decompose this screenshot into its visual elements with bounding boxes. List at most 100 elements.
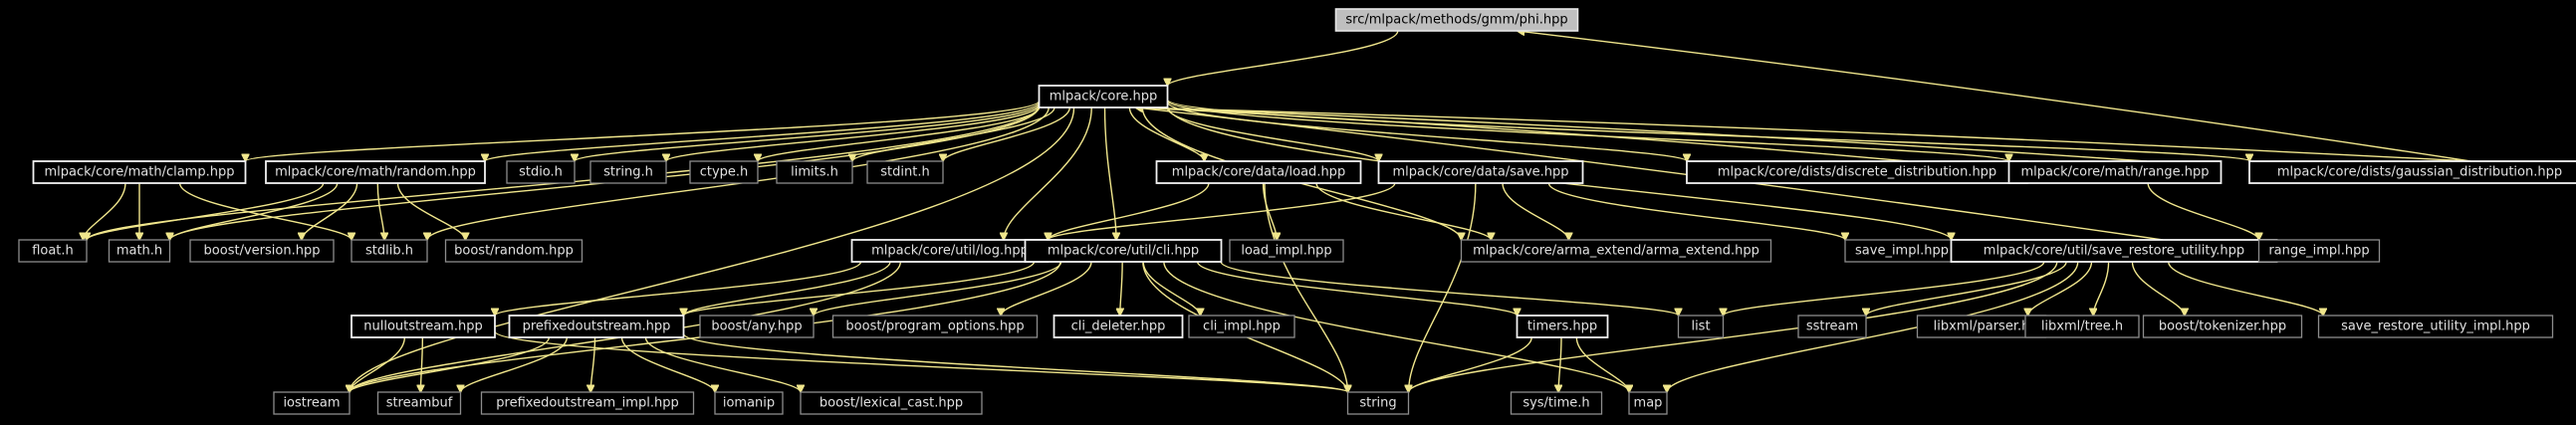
edge-n1-to-n20 xyxy=(1103,106,1116,240)
node-label-n29: boost/program_options.hpp xyxy=(845,319,1024,334)
node-label-n40: streambuf xyxy=(386,396,453,411)
graph-node-n31: cli_impl.hpp xyxy=(1188,315,1295,338)
edge-n1-to-n19 xyxy=(1004,106,1092,240)
node-label-n10: mlpack/core/data/save.hpp xyxy=(1392,165,1568,180)
graph-node-n14: float.h xyxy=(18,239,88,263)
graph-node-n12[interactable]: mlpack/core/math/range.hpp xyxy=(2007,160,2223,184)
graph-node-n19[interactable]: mlpack/core/util/log.hpp xyxy=(850,239,1050,263)
node-label-n37: boost/tokenizer.hpp xyxy=(2159,319,2286,334)
node-box-n45 xyxy=(1510,391,1603,415)
edge-n20-to-n28 xyxy=(814,261,1062,316)
node-box-n43 xyxy=(800,391,983,415)
edge-n24-to-n1 xyxy=(1135,107,2164,241)
graph-node-n23: save_impl.hpp xyxy=(1844,239,1960,263)
graph-node-n45: sys/time.h xyxy=(1510,391,1603,415)
graph-node-n29: boost/program_options.hpp xyxy=(831,315,1039,338)
node-label-n1: mlpack/core.hpp xyxy=(1050,90,1158,105)
graph-node-n16: boost/version.hpp xyxy=(189,239,335,263)
node-box-n20 xyxy=(1024,239,1223,263)
node-label-n41: prefixedoutstream_impl.hpp xyxy=(496,396,678,411)
graph-node-n20[interactable]: mlpack/core/util/cli.hpp xyxy=(1024,239,1223,263)
node-box-n32 xyxy=(1516,315,1609,338)
graph-node-n32[interactable]: timers.hpp xyxy=(1516,315,1609,338)
node-box-n4 xyxy=(506,160,576,184)
node-box-n30 xyxy=(1053,315,1184,338)
node-box-n38 xyxy=(2317,315,2554,338)
node-box-n6 xyxy=(689,160,759,184)
graph-node-n10[interactable]: mlpack/core/data/save.hpp xyxy=(1377,160,1584,184)
edge-n20-to-n27 xyxy=(684,261,1036,316)
node-label-n15: math.h xyxy=(117,244,162,259)
edge-n24-to-n37 xyxy=(2131,261,2184,316)
graph-node-n41: prefixedoutstream_impl.hpp xyxy=(480,391,695,415)
edge-n20-to-n33 xyxy=(1220,261,1678,316)
node-box-n5 xyxy=(589,160,667,184)
edge-n1-to-n39 xyxy=(350,106,1075,392)
node-box-n0 xyxy=(1334,8,1579,32)
edge-n1-to-n3 xyxy=(485,102,1041,161)
graph-node-n3[interactable]: mlpack/core/math/random.hpp xyxy=(265,160,486,184)
node-label-n38: save_restore_utility_impl.hpp xyxy=(2341,319,2530,334)
node-label-n16: boost/version.hpp xyxy=(204,244,321,259)
node-box-n2 xyxy=(32,160,247,184)
node-label-n20: mlpack/core/util/cli.hpp xyxy=(1048,244,1199,259)
graph-node-n42: iomanip xyxy=(714,391,784,415)
node-label-n25: range_impl.hpp xyxy=(2268,244,2369,259)
edge-n24-to-n38 xyxy=(2167,261,2323,316)
node-box-n9 xyxy=(1155,160,1362,184)
edge-n20-to-n46 xyxy=(1163,261,1629,392)
edge-n24-to-n33 xyxy=(1724,261,2045,316)
graph-node-n15: math.h xyxy=(108,239,171,263)
edge-n13-to-n1 xyxy=(1135,107,2471,162)
edge-n24-to-n35 xyxy=(2028,261,2093,316)
edge-n13-to-n0 xyxy=(1518,31,2471,162)
node-box-n17 xyxy=(351,239,428,263)
edge-n0-to-n1 xyxy=(1168,30,1399,86)
node-box-n15 xyxy=(108,239,171,263)
node-label-n43: boost/lexical_cast.hpp xyxy=(820,396,963,411)
edge-n26-to-n44 xyxy=(494,330,1348,392)
graph-node-n1[interactable]: mlpack/core.hpp xyxy=(1038,85,1169,108)
edge-n20-to-n32 xyxy=(1196,261,1518,316)
node-box-n31 xyxy=(1188,315,1295,338)
graph-node-n24[interactable]: mlpack/core/util/save_restore_utility.hp… xyxy=(1950,239,2278,263)
node-label-n5: string.h xyxy=(603,165,653,180)
edge-n26-to-n40 xyxy=(420,336,422,392)
graph-node-n9[interactable]: mlpack/core/data/load.hpp xyxy=(1155,160,1362,184)
node-label-n36: libxml/tree.h xyxy=(2041,319,2123,334)
graph-node-n2[interactable]: mlpack/core/math/clamp.hpp xyxy=(32,160,247,184)
graph-node-n0[interactable]: src/mlpack/methods/gmm/phi.hpp xyxy=(1334,8,1579,32)
edge-n10-to-n19 xyxy=(1049,182,1396,240)
edge-n27-to-n40 xyxy=(461,336,569,392)
node-box-n3 xyxy=(265,160,486,184)
edge-n1-to-n5 xyxy=(666,105,1041,161)
edge-n1-to-n8 xyxy=(943,106,1071,161)
edge-n1-to-n9 xyxy=(1128,106,1204,161)
node-box-n29 xyxy=(831,315,1039,338)
node-label-n31: cli_impl.hpp xyxy=(1203,319,1281,334)
node-label-n27: prefixedoutstream.hpp xyxy=(523,319,671,334)
edge-n9-to-n19 xyxy=(1049,182,1210,240)
node-label-n18: boost/random.hpp xyxy=(454,244,574,259)
edge-n3-to-n14 xyxy=(87,182,325,240)
graph-node-n30[interactable]: cli_deleter.hpp xyxy=(1053,315,1184,338)
graph-node-n13[interactable]: mlpack/core/dists/gaussian_distribution.… xyxy=(2248,160,2576,184)
node-label-n34: sstream xyxy=(1806,319,1858,334)
graph-node-n18: boost/random.hpp xyxy=(444,239,584,263)
edge-n24-to-n44 xyxy=(1409,261,2058,392)
node-label-n4: stdio.h xyxy=(519,165,563,180)
graph-node-n26[interactable]: nulloutstream.hpp xyxy=(351,315,496,338)
edge-n9-to-n21 xyxy=(1262,182,1278,240)
edge-n3-to-n16 xyxy=(302,182,358,240)
node-box-n34 xyxy=(1797,315,1867,338)
edge-n24-to-n36 xyxy=(2093,261,2110,316)
edge-n27-to-n41 xyxy=(590,336,596,392)
graph-node-n27[interactable]: prefixedoutstream.hpp xyxy=(508,315,685,338)
node-box-n22 xyxy=(1460,239,1772,263)
edge-n26-to-n39 xyxy=(350,336,406,392)
edge-n1-to-n2 xyxy=(246,100,1041,161)
graph-node-n40: streambuf xyxy=(376,391,462,415)
edge-n10-to-n22 xyxy=(1502,182,1568,240)
graph-node-n11[interactable]: mlpack/core/dists/discrete_distribution.… xyxy=(1686,160,2028,184)
